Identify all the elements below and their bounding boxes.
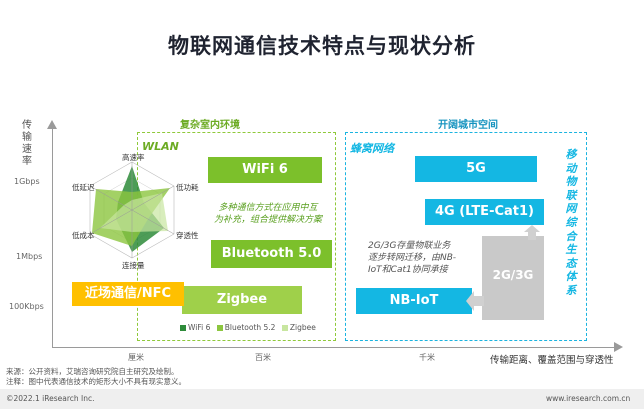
radar-chart [89, 161, 175, 259]
indoor-section-title: 复杂室内环境 [180, 120, 240, 131]
y-tick-1mbps: 1Mbps [16, 252, 43, 261]
x-axis [52, 347, 617, 348]
x-axis-label: 传输距离、覆盖范围与穿透性 [490, 355, 614, 366]
zigbee-box: Zigbee [182, 286, 302, 314]
wlan-note: 多种通信方式在应用中互 为补充，组合提供解决方案 [198, 202, 338, 226]
x-tick-km: 千米 [419, 353, 435, 362]
footer-bar [0, 389, 644, 409]
wlan-tag: WLAN [142, 140, 179, 153]
wlan-note-line2: 为补充，组合提供解决方案 [213, 215, 322, 225]
radar-legend: WiFi 6 Bluetooth 5.2 Zigbee [176, 323, 316, 332]
nfc-box: 近场通信/NFC [72, 282, 184, 306]
wlan-note-line1: 多种通信方式在应用中互 [218, 203, 318, 213]
radar-axis-high-speed: 高速率 [122, 153, 145, 162]
bluetooth-box: Bluetooth 5.0 [211, 240, 332, 268]
wifi6-box: WiFi 6 [208, 157, 322, 183]
5g-box: 5G [415, 156, 537, 182]
y-axis-arrow [47, 120, 57, 129]
page-title: 物联网通信技术特点与现状分析 [168, 34, 476, 58]
x-tick-cm: 厘米 [128, 353, 144, 362]
x-axis-arrow [614, 342, 623, 352]
cell-note-line1: 2G/3G存量物联业务 [368, 241, 451, 251]
nbiot-box: NB-IoT [356, 288, 472, 314]
y-axis [52, 128, 53, 348]
legend-zigbee: Zigbee [289, 323, 316, 332]
radar-axis-penetration: 穿透性 [176, 231, 199, 240]
source-note: 来源：公开资料，艾瑞咨询研究院自主研究及绘制。 [6, 367, 179, 376]
2g3g-box [482, 236, 544, 320]
copyright: ©2022.1 iResearch Inc. [6, 394, 95, 403]
radar-axis-connections: 连接量 [122, 261, 145, 270]
cellular-tag: 蜂窝网络 [350, 142, 394, 155]
cellular-note: 2G/3G存量物联业务 逐步转网迁移，由NB- IoT和Cat1协同承接 [368, 240, 488, 276]
y-tick-1gbps: 1Gbps [14, 177, 40, 186]
legend-swatch-zigbee [281, 325, 288, 331]
cell-note-line2: 逐步转网迁移，由NB- [368, 253, 456, 263]
legend-wifi6: WiFi 6 [188, 323, 211, 332]
footnote: 注释：图中代表通信技术的矩形大小不具有现实意义。 [6, 377, 186, 386]
y-axis-label: 传输速率 [22, 120, 32, 167]
radar-axis-low-latency: 低延迟 [72, 183, 95, 192]
legend-bluetooth: Bluetooth 5.2 [224, 323, 276, 332]
legend-swatch-wifi6 [180, 325, 186, 331]
city-section-title: 开阔城市空间 [438, 120, 498, 131]
x-tick-100m: 百米 [255, 353, 271, 362]
website-url: www.iresearch.com.cn [546, 394, 631, 403]
2g3g-label: 2G/3G [492, 268, 534, 282]
radar-axis-low-power: 低功耗 [176, 183, 199, 192]
y-tick-100kbps: 100Kbps [9, 302, 44, 311]
city-frame [345, 132, 587, 341]
radar-axis-low-cost: 低成本 [72, 231, 95, 240]
ecosystem-vertical-text: 移动物联网综合生态体系 [565, 148, 577, 297]
cell-note-line3: IoT和Cat1协同承接 [368, 265, 448, 275]
legend-swatch-bluetooth [216, 325, 223, 331]
4g-lte-box: 4G (LTE-Cat1) [425, 199, 544, 225]
